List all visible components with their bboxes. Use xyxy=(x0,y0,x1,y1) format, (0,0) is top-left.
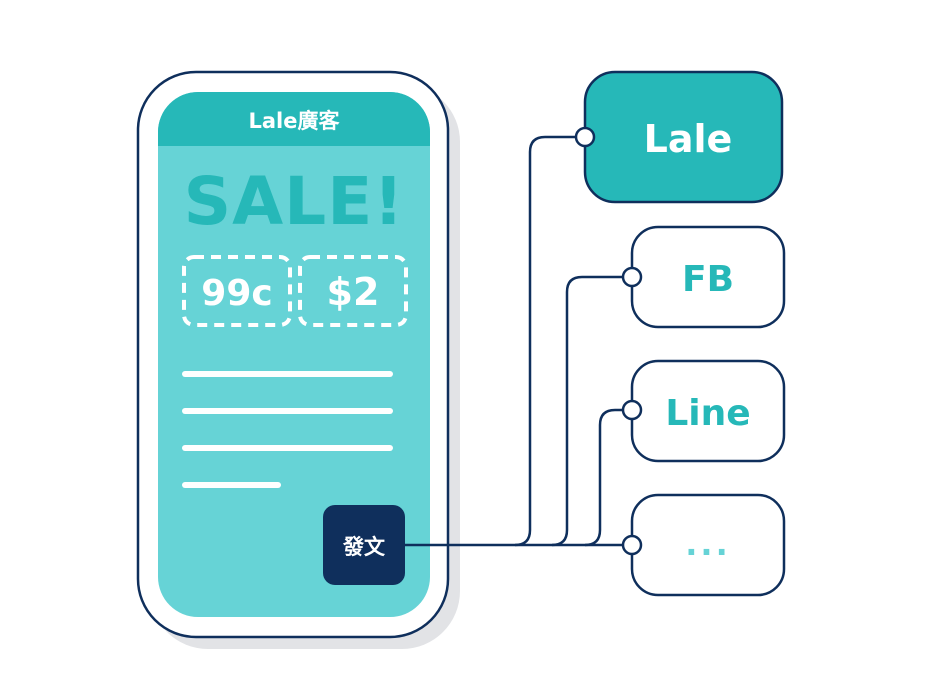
price-tag-2 xyxy=(298,255,408,327)
phone-header-title: Lale廣客 xyxy=(249,109,341,133)
connector-node-line xyxy=(621,399,643,421)
channel-label-more: ... xyxy=(685,525,730,563)
post-button-label: 發文 xyxy=(342,535,386,559)
channel-label-lale: Lale xyxy=(644,117,733,161)
connector-lines xyxy=(405,135,633,547)
channel-label-line: Line xyxy=(665,393,750,434)
price-tag-2-label: $2 xyxy=(327,270,380,314)
connector-node-more xyxy=(621,534,643,556)
channel-label-fb: FB xyxy=(682,259,734,300)
sale-headline: SALE! xyxy=(184,163,405,240)
price-tag-1-label: 99c xyxy=(201,273,272,314)
phone-header xyxy=(158,92,430,146)
connector-node-lale xyxy=(574,126,596,148)
connector-node-fb xyxy=(621,266,643,288)
price-tag-1 xyxy=(182,255,292,327)
post-button[interactable] xyxy=(323,505,405,585)
